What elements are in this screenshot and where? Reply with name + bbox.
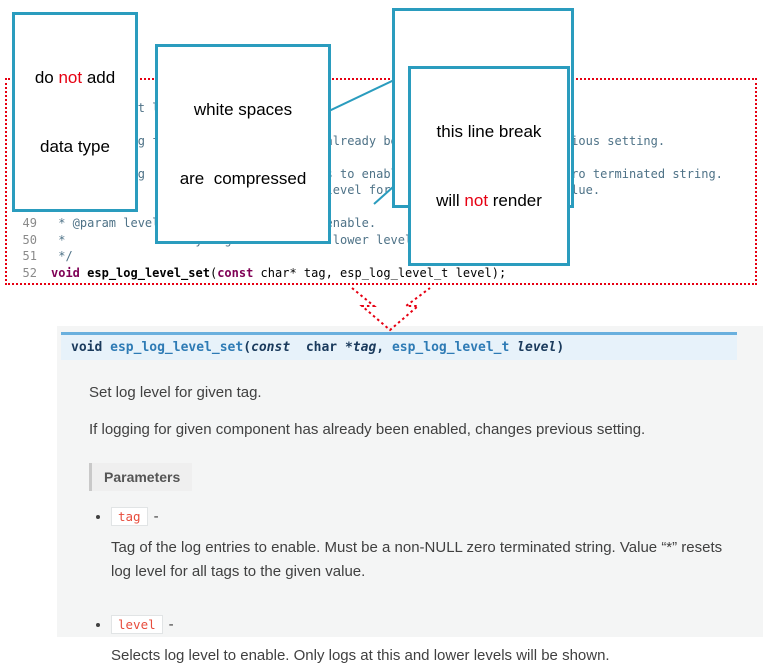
parameters-heading: Parameters: [89, 463, 193, 491]
callout-text-red: not: [464, 191, 489, 210]
code-line: 49 * @param level Selects log level to e…: [7, 215, 755, 232]
sig-return-type: void: [71, 340, 103, 355]
callout-line: data type: [40, 137, 110, 156]
code-text: void esp_log_level_set(const char* tag, …: [51, 265, 755, 282]
param-name-level: level: [111, 614, 163, 634]
docs-body: Set log level for given tag. If logging …: [57, 360, 763, 667]
callout-line: white spaces: [193, 100, 293, 119]
parameter-list: tag- Tag of the log entries to enable. M…: [111, 505, 735, 667]
param-description: Selects log level to enable. Only logs a…: [111, 647, 610, 664]
sig-function-name: esp_log_level_set: [110, 340, 244, 355]
callout-whitespace-compressed: white spaces are compressed: [155, 44, 331, 244]
rendered-docs-panel: void esp_log_level_set(const char *tag, …: [57, 326, 763, 664]
callout-text: will: [436, 191, 465, 210]
callout-do-not-add-datatype: do not add data type: [12, 12, 138, 212]
paren: (: [243, 340, 252, 355]
parameter-item: tag- Tag of the log entries to enable. M…: [111, 505, 735, 583]
fold-gutter: [37, 215, 51, 232]
callout-line: are compressed: [179, 169, 307, 188]
comma: ,: [376, 340, 392, 355]
callout-line: do not add: [23, 66, 127, 89]
fold-gutter: [37, 232, 51, 249]
funnel-arrow-icon: [351, 287, 431, 332]
keyword-const: const: [217, 265, 254, 280]
keyword-void: void: [51, 265, 80, 280]
param-description: Tag of the log entries to enable. Must b…: [111, 539, 723, 580]
callout-text-red: not: [58, 68, 83, 87]
space: [102, 340, 110, 355]
paren: ): [556, 340, 565, 355]
sig-char-type: char: [290, 340, 345, 355]
param-name-tag: tag: [111, 507, 148, 526]
code-line: 51 */: [7, 248, 755, 265]
sig-param-level: level: [517, 340, 557, 355]
docs-brief: Set log level for given tag.: [89, 384, 262, 401]
callout-line: will not render: [419, 189, 559, 212]
code-text: */: [51, 249, 73, 263]
fold-gutter: [37, 265, 51, 282]
callout-text: add: [82, 68, 116, 87]
function-signature: void esp_log_level_set(const char *tag, …: [61, 332, 737, 360]
callout-line: this line break: [436, 122, 542, 141]
line-number: 51: [22, 249, 37, 263]
sig-param-tag: *tag: [344, 340, 377, 355]
function-name: esp_log_level_set: [87, 265, 210, 280]
sig-const-keyword: const: [251, 340, 291, 355]
line-number: 52: [22, 265, 37, 280]
space: [509, 340, 517, 355]
param-separator: -: [153, 508, 159, 525]
declaration-rest: char* tag, esp_log_level_t level);: [253, 265, 507, 280]
callout-text: render: [488, 191, 542, 210]
param-separator: -: [168, 615, 174, 633]
parameter-item: level- Selects log level to enable. Only…: [111, 613, 735, 667]
type-link[interactable]: esp_log_level_t: [391, 340, 510, 355]
code-line-declaration: 52 void esp_log_level_set(const char* ta…: [7, 265, 755, 282]
line-number: 49: [22, 216, 37, 230]
line-number: 50: [22, 232, 37, 247]
fold-gutter: [37, 248, 51, 265]
callout-text: do: [34, 68, 59, 87]
code-line: 50 * Only logs at this and lower levels …: [7, 232, 755, 249]
paren: (: [209, 265, 218, 280]
callout-line-break-not-render: this line break will not render: [408, 66, 570, 266]
docs-detail: If logging for given component has alrea…: [89, 420, 646, 438]
